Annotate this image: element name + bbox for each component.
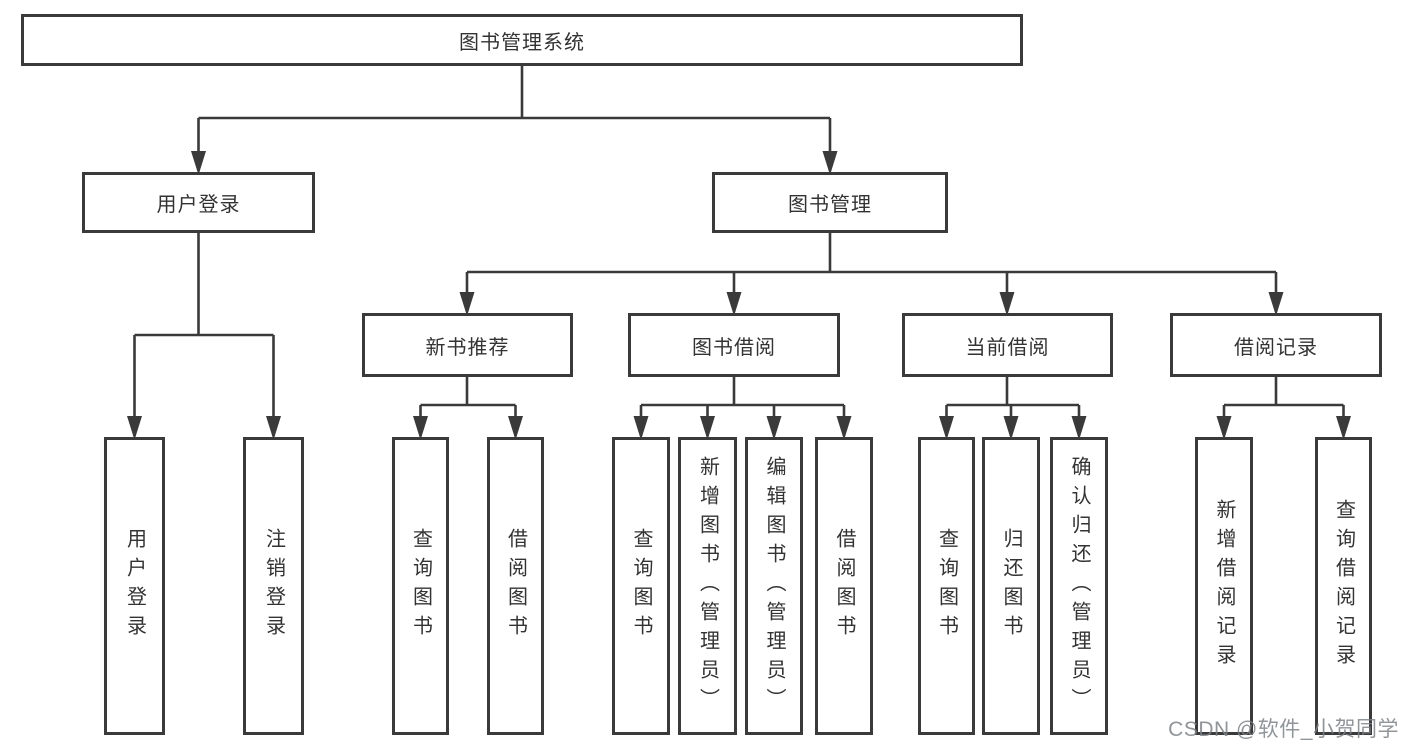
node-new-book-rec: 新书推荐	[362, 313, 573, 377]
node-label: 查询图书	[935, 528, 958, 644]
edge-group	[939, 377, 1087, 440]
edge-line	[197, 66, 832, 171]
node-leaf-query-books-1: 查询图书	[392, 437, 449, 735]
edge-line	[133, 233, 275, 436]
node-label: 确认归还（管理员）	[1068, 455, 1090, 717]
node-leaf-logout: 注销登录	[243, 437, 304, 735]
edge-line	[639, 377, 846, 436]
edge-group	[413, 377, 523, 440]
node-current-borrow: 当前借阅	[902, 313, 1113, 377]
edge-group	[633, 377, 852, 440]
node-label: 借阅记录	[1234, 336, 1318, 359]
node-root: 图书管理系统	[21, 14, 1023, 66]
node-leaf-query-borrow-record: 查询借阅记录	[1315, 437, 1372, 735]
node-label: 新书推荐	[425, 336, 510, 359]
node-label: 图书管理系统	[459, 31, 585, 54]
node-leaf-edit-book: 编辑图书（管理员）	[745, 437, 803, 735]
node-label: 注销登录	[262, 528, 285, 644]
edge-line	[1222, 377, 1345, 436]
edge-group	[191, 66, 838, 175]
node-label: 归还图书	[1000, 528, 1022, 644]
edge-group	[459, 233, 1284, 316]
node-leaf-return-book: 归还图书	[982, 437, 1040, 735]
node-leaf-confirm-return: 确认归还（管理员）	[1050, 437, 1108, 735]
watermark: CSDN @软件_小贺同学	[1168, 718, 1399, 741]
node-label: 编辑图书（管理员）	[763, 455, 785, 717]
node-label: 借阅图书	[504, 528, 527, 644]
node-book-borrow: 图书借阅	[628, 313, 840, 377]
node-label: 图书管理	[788, 194, 872, 216]
node-label: 新增图书（管理员）	[696, 455, 719, 717]
node-leaf-borrow-books-2: 借阅图书	[815, 437, 873, 735]
node-label: 用户登录	[156, 194, 241, 216]
edge-group	[1216, 377, 1351, 440]
edge-line	[419, 377, 517, 436]
node-label: 查询图书	[630, 528, 652, 644]
node-leaf-borrow-books-1: 借阅图书	[487, 437, 544, 735]
node-label: 查询借阅记录	[1332, 499, 1355, 673]
node-label: 新增借阅记录	[1213, 499, 1235, 673]
node-leaf-add-borrow-record: 新增借阅记录	[1195, 437, 1253, 735]
node-label: 用户登录	[123, 528, 146, 644]
node-label: 查询图书	[409, 528, 432, 644]
node-leaf-add-book: 新增图书（管理员）	[678, 437, 737, 735]
node-book-mgmt: 图书管理	[712, 172, 948, 233]
node-borrow-records: 借阅记录	[1170, 313, 1382, 377]
node-label: 当前借阅	[965, 336, 1050, 359]
node-leaf-user-login: 用户登录	[104, 437, 165, 735]
node-leaf-query-books-3: 查询图书	[918, 437, 975, 735]
edge-group	[127, 233, 281, 440]
node-leaf-query-books-2: 查询图书	[612, 437, 670, 735]
edge-line	[465, 233, 1278, 312]
edge-line	[945, 377, 1081, 436]
node-label: 借阅图书	[833, 528, 855, 644]
node-user-login: 用户登录	[82, 172, 315, 233]
node-label: 图书借阅	[692, 336, 776, 359]
